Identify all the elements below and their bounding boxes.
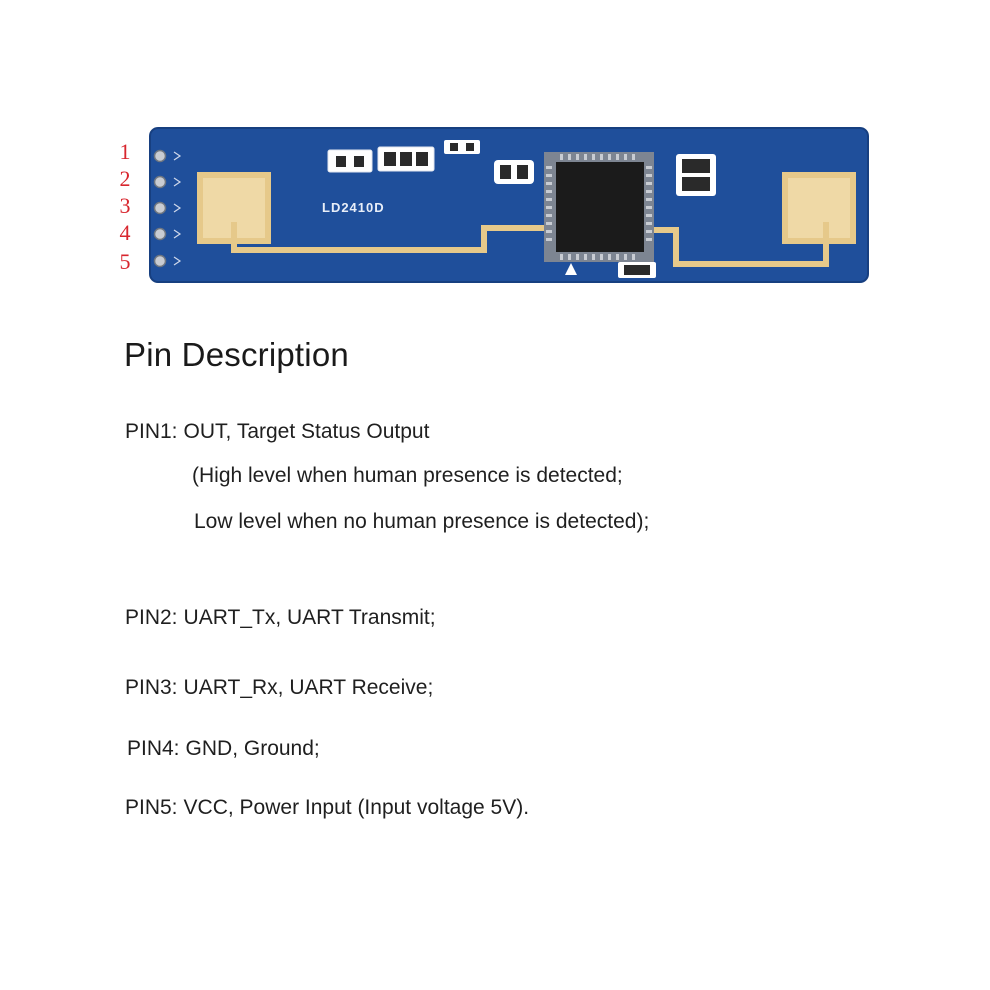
pin-number-5: 5 xyxy=(119,249,131,274)
pin1-note-low: Low level when no human presence is dete… xyxy=(194,510,650,533)
pin1-note-high: (High level when human presence is detec… xyxy=(192,464,623,487)
radar-module-board: LD2410D xyxy=(149,127,869,283)
pin-number-1: 1 xyxy=(119,139,131,164)
pin2-description: PIN2:UART_Tx, UART Transmit; xyxy=(125,606,436,630)
pin2-text: UART_Tx, UART Transmit; xyxy=(183,606,436,629)
pin5-description: PIN5:VCC, Power Input (Input voltage 5V)… xyxy=(125,796,529,820)
board-model-label: LD2410D xyxy=(322,200,385,215)
orientation-triangle-icon xyxy=(565,263,577,275)
pin2-label: PIN2: xyxy=(125,606,178,629)
pin3-label: PIN3: xyxy=(125,676,178,699)
antenna-feed-line xyxy=(231,222,552,253)
pin-number-3: 3 xyxy=(119,193,131,218)
pin4-label: PIN4: xyxy=(127,737,180,760)
pin4-text: GND, Ground; xyxy=(185,737,320,760)
pin-header xyxy=(153,149,167,268)
pin1-text: OUT, Target Status Output xyxy=(183,420,430,443)
pin5-text: VCC, Power Input (Input voltage 5V). xyxy=(183,796,530,819)
pin-number-2: 2 xyxy=(119,166,131,191)
pin3-description: PIN3:UART_Rx, UART Receive; xyxy=(125,676,433,700)
main-chip xyxy=(544,152,654,262)
right-antenna-patch xyxy=(782,172,856,244)
pin1-description: PIN1:OUT, Target Status Output xyxy=(125,420,429,444)
pin4-description: PIN4:GND, Ground; xyxy=(127,737,320,761)
pin1-label: PIN1: xyxy=(125,420,178,443)
pin-description-title: Pin Description xyxy=(124,336,349,373)
smd-components xyxy=(327,140,716,278)
pin5-label: PIN5: xyxy=(125,796,178,819)
pin3-text: UART_Rx, UART Receive; xyxy=(183,676,434,699)
pin-number-4: 4 xyxy=(119,220,131,245)
